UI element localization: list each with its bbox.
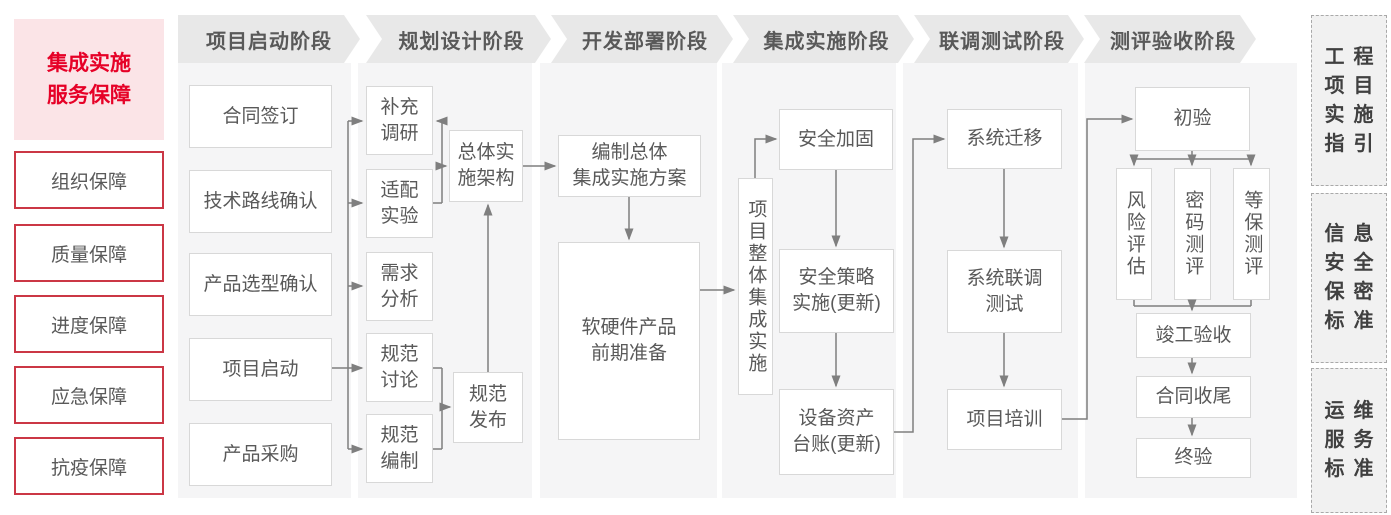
stage-header-project-kickoff: 项目启动阶段	[178, 15, 360, 63]
sidebar-item-schedule-guarantee: 进度保障	[14, 295, 164, 353]
flow-box-product-procurement: 产品采购	[189, 423, 332, 486]
flow-box-system-migration: 系统迁移	[947, 109, 1062, 169]
sidebar-item-epidemic-guarantee: 抗疫保障	[14, 437, 164, 495]
side-ref-label: 工程 项目 实施 指引	[1324, 45, 1383, 155]
flow-box-final-acceptance: 终验	[1136, 438, 1251, 478]
flow-box-security-policy-implementation: 安全策略 实施(更新)	[779, 249, 894, 333]
flow-box-tech-route-confirm: 技术路线确认	[189, 170, 332, 233]
stage-header-development-deployment: 开发部署阶段	[551, 15, 733, 63]
flow-box-crypto-evaluation: 密码测评	[1174, 168, 1211, 300]
flow-box-supplementary-research: 补充 调研	[366, 86, 433, 155]
sidebar-item-organization-guarantee: 组织保障	[14, 151, 164, 209]
side-ref-infosec-confidentiality-standard: 信息 安全 保密 标准	[1311, 193, 1387, 363]
flow-box-adaptation-test: 适配 实验	[366, 169, 433, 238]
flow-box-initial-acceptance: 初验	[1135, 87, 1250, 151]
stage-header-evaluation-acceptance: 测评验收阶段	[1084, 15, 1256, 63]
stage-header-integration-implementation: 集成实施阶段	[733, 15, 914, 63]
flow-box-overall-plan-drafting: 编制总体 集成实施方案	[558, 135, 701, 197]
sidebar-item-emergency-guarantee: 应急保障	[14, 366, 164, 424]
flow-box-project-training: 项目培训	[947, 389, 1062, 450]
flow-box-risk-assessment: 风险评估	[1116, 168, 1152, 300]
side-ref-engineering-implementation-guide: 工程 项目 实施 指引	[1311, 15, 1387, 186]
flow-box-asset-ledger-update: 设备资产 台账(更新)	[779, 389, 894, 475]
flow-box-spec-drafting: 规范 编制	[366, 414, 433, 483]
stage-header-joint-debug-testing: 联调测试阶段	[914, 15, 1084, 63]
flow-box-security-hardening: 安全加固	[779, 109, 893, 170]
flow-box-spec-release: 规范 发布	[453, 372, 523, 443]
flow-box-overall-integration-implementation: 项目整体集成实施	[738, 178, 773, 395]
flow-box-hw-sw-preparation: 软硬件产品 前期准备	[558, 242, 700, 440]
flow-box-spec-discussion: 规范 讨论	[366, 333, 433, 402]
flow-box-product-selection-confirm: 产品选型确认	[189, 253, 332, 316]
stage-header-planning-design: 规划设计阶段	[366, 15, 551, 63]
flow-box-contract-closeout: 合同收尾	[1136, 376, 1251, 418]
sidebar-item-quality-guarantee: 质量保障	[14, 224, 164, 282]
sidebar-title: 集成实施 服务保障	[14, 19, 164, 140]
flow-box-project-kickoff: 项目启动	[189, 338, 332, 401]
side-ref-operation-service-standard: 运维 服务 标准	[1311, 368, 1387, 513]
flow-box-overall-implementation-architecture: 总体实 施架构	[449, 130, 523, 202]
side-ref-label: 运维 服务 标准	[1324, 400, 1383, 480]
flow-box-contract-signing: 合同签订	[189, 85, 332, 148]
flow-box-completion-acceptance: 竣工验收	[1136, 313, 1251, 358]
flow-box-requirement-analysis: 需求 分析	[366, 252, 433, 321]
flow-box-system-joint-testing: 系统联调 测试	[947, 250, 1062, 333]
side-ref-label: 信息 安全 保密 标准	[1324, 223, 1383, 332]
flow-box-classified-protection-evaluation: 等保测评	[1233, 168, 1270, 300]
